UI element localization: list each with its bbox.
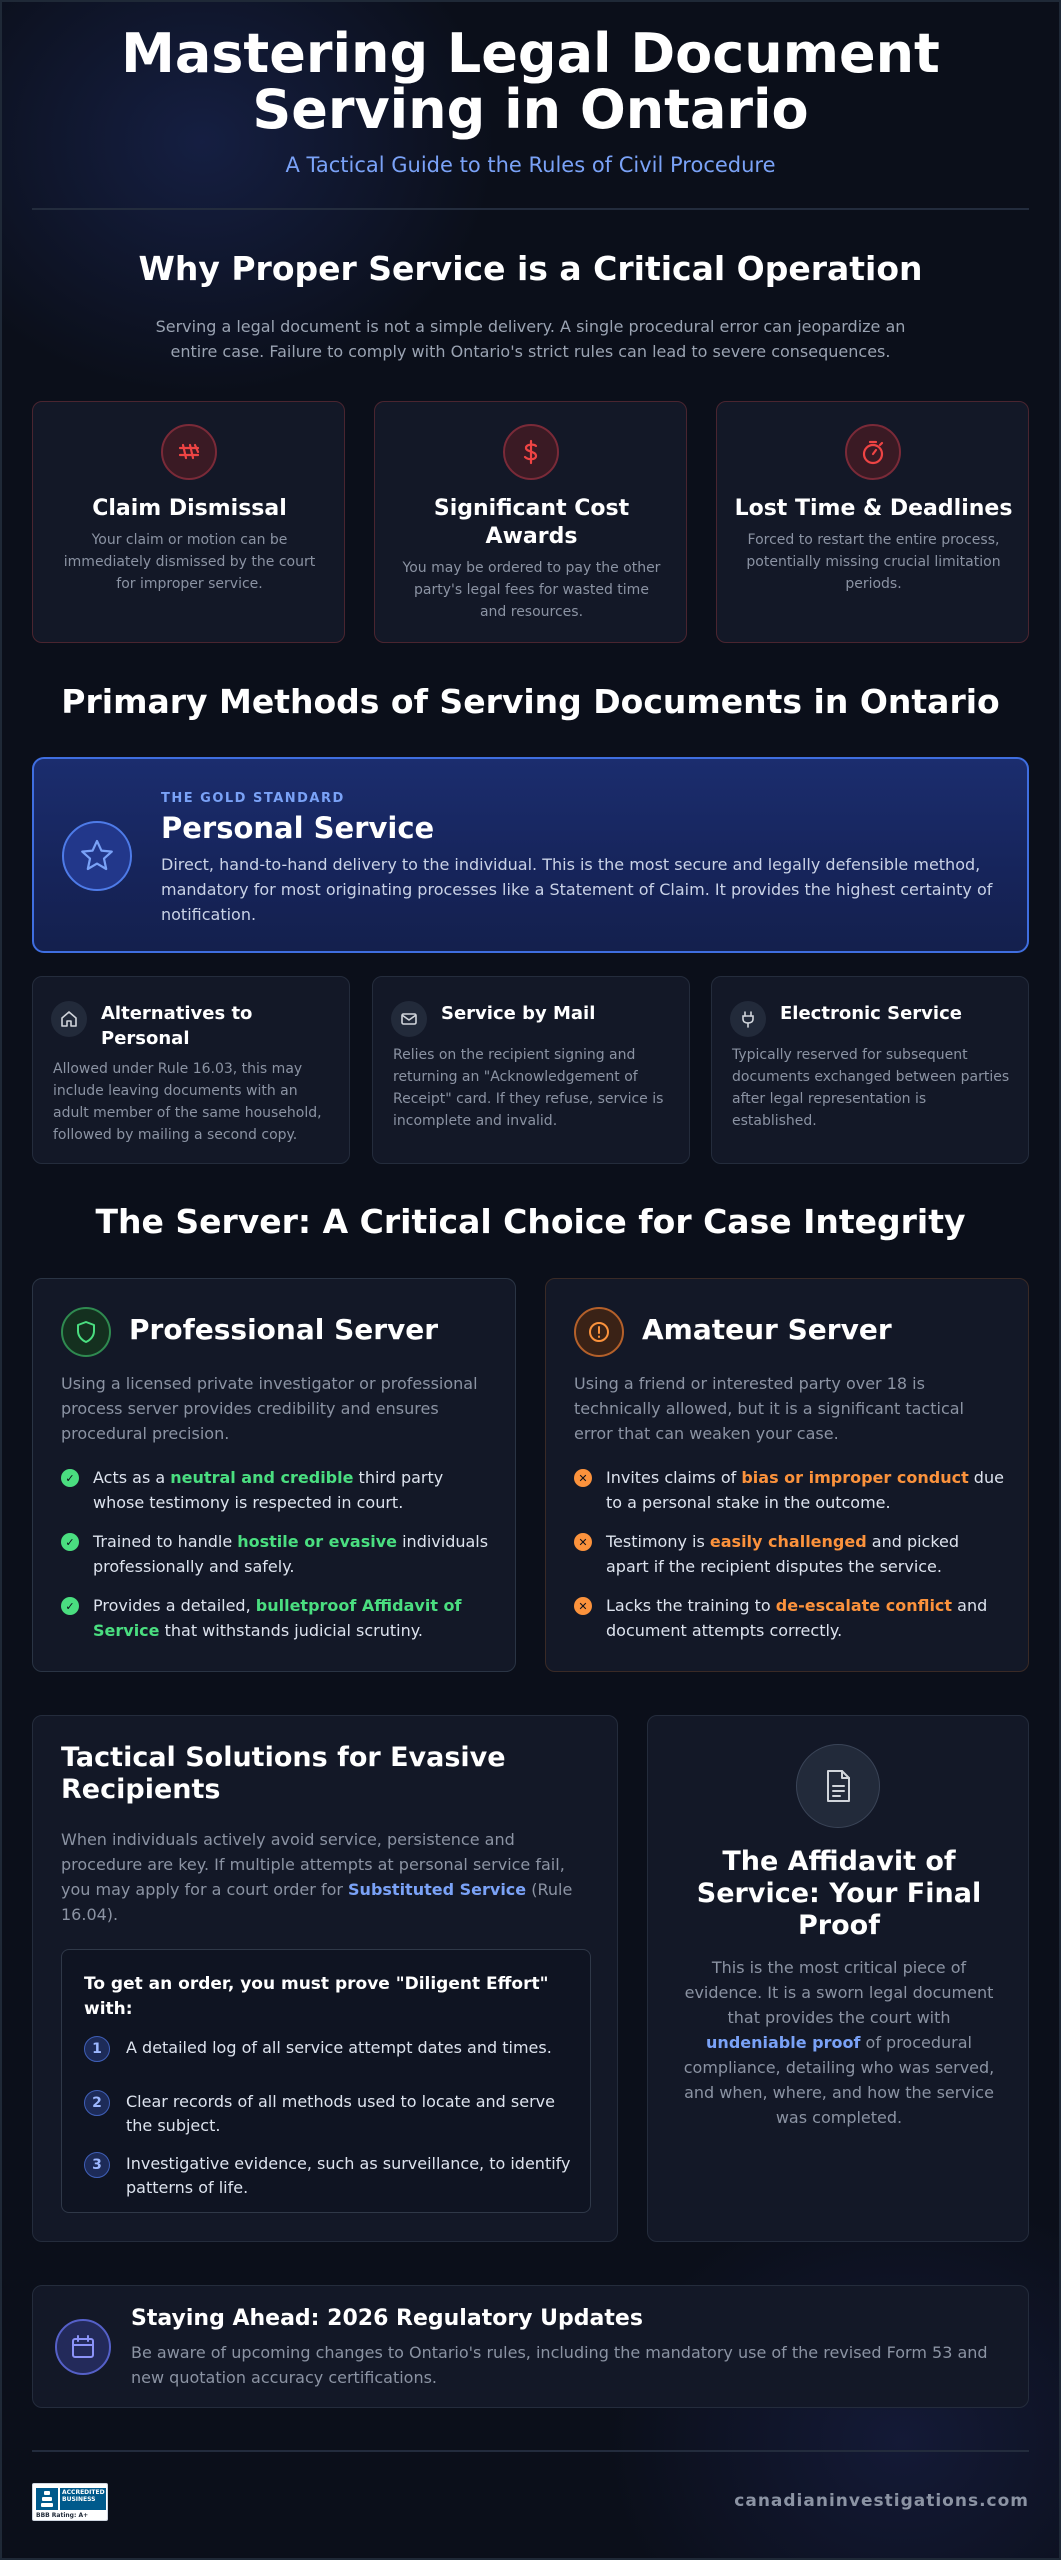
tactical-description: When individuals actively avoid service,… — [61, 1830, 573, 1924]
list-item: ✕ Lacks the training to de-escalate conf… — [574, 1593, 1004, 1643]
affidavit-card: The Affidavit of Service: Your Final Pro… — [647, 1715, 1029, 2242]
website-link[interactable]: canadianinvestigations.com — [734, 2491, 1029, 2511]
step-text: A detailed log of all service attempt da… — [126, 2038, 552, 2057]
list-item: ✕ Testimony is easily challenged and pic… — [574, 1529, 1004, 1579]
method-description: Typically reserved for subsequent docume… — [732, 1047, 1010, 1129]
professional-server-title: Professional Server — [129, 1313, 439, 1346]
home-icon — [51, 1001, 87, 1037]
check-icon: ✓ — [61, 1533, 79, 1551]
why-section-title: Why Proper Service is a Critical Operati… — [138, 249, 923, 288]
title-line-2: Serving in Ontario — [252, 78, 809, 141]
check-icon: ✓ — [61, 1597, 79, 1615]
risk-description: Forced to restart the entire process, po… — [746, 532, 1001, 592]
shield-icon — [61, 1307, 111, 1357]
amateur-server-title: Amateur Server — [642, 1313, 892, 1346]
step-number: 3 — [84, 2152, 110, 2178]
method-title: Service by Mail — [441, 1003, 596, 1024]
list-item: ✓ Trained to handle hostile or evasive i… — [61, 1529, 491, 1579]
list-item: ✓ Acts as a neutral and credible third p… — [61, 1465, 491, 1515]
method-card-mail: Service by Mail Relies on the recipient … — [372, 976, 690, 1164]
method-card-electronic: Electronic Service Typically reserved fo… — [711, 976, 1029, 1164]
method-title: Alternatives to Personal — [101, 1003, 253, 1049]
list-item: 3 Investigative evidence, such as survei… — [84, 2152, 574, 2200]
calendar-icon — [55, 2319, 111, 2375]
method-description: Allowed under Rule 16.03, this may inclu… — [53, 1061, 322, 1143]
risk-card-time: Lost Time & Deadlines Forced to restart … — [716, 401, 1029, 643]
alert-icon — [574, 1307, 624, 1357]
risk-title: Significant Cost Awards — [433, 496, 630, 549]
professional-server-card: Professional Server Using a licensed pri… — [32, 1278, 516, 1672]
personal-service-card: THE GOLD STANDARD Personal Service Direc… — [32, 757, 1029, 953]
amateur-server-intro: Using a friend or interested party over … — [574, 1374, 964, 1443]
risk-title: Claim Dismissal — [92, 496, 287, 521]
bbb-rating: BBB Rating: A+ — [36, 2512, 89, 2519]
timer-icon — [844, 424, 901, 480]
footer-divider — [32, 2450, 1029, 2452]
star-icon — [62, 821, 132, 891]
regulatory-updates-card: Staying Ahead: 2026 Regulatory Updates B… — [32, 2285, 1029, 2408]
risk-description: You may be ordered to pay the other part… — [402, 560, 661, 620]
step-number: 2 — [84, 2090, 110, 2116]
risk-description: Your claim or motion can be immediately … — [63, 532, 316, 592]
x-icon: ✕ — [574, 1597, 592, 1615]
updates-title: Staying Ahead: 2026 Regulatory Updates — [131, 2306, 643, 2331]
check-icon: ✓ — [61, 1469, 79, 1487]
diligent-effort-title: To get an order, you must prove "Diligen… — [84, 1974, 549, 2019]
personal-service-title: Personal Service — [161, 811, 435, 845]
risk-card-dismissal: Claim Dismissal Your claim or motion can… — [32, 401, 345, 643]
bbb-logo-icon — [36, 2488, 58, 2510]
mail-icon — [391, 1001, 427, 1037]
why-section-description: Serving a legal document is not a simple… — [155, 317, 906, 361]
personal-service-description: Direct, hand-to-hand delivery to the ind… — [161, 855, 993, 924]
methods-section-title: Primary Methods of Serving Documents in … — [61, 682, 1000, 721]
title-line-1: Mastering Legal Document — [121, 22, 940, 85]
plug-icon — [730, 1001, 766, 1037]
dollar-icon — [502, 424, 559, 480]
method-description: Relies on the recipient signing and retu… — [393, 1047, 664, 1129]
list-item: 1 A detailed log of all service attempt … — [84, 2036, 574, 2062]
page-title: Mastering Legal Document Serving in Onta… — [0, 26, 1061, 138]
risk-title: Lost Time & Deadlines — [734, 496, 1013, 521]
updates-description: Be aware of upcoming changes to Ontario'… — [131, 2343, 988, 2387]
professional-server-intro: Using a licensed private investigator or… — [61, 1374, 478, 1443]
document-icon — [796, 1744, 880, 1828]
amateur-server-card: Amateur Server Using a friend or interes… — [545, 1278, 1029, 1672]
affidavit-title: The Affidavit of Service: Your Final Pro… — [696, 1846, 982, 1941]
tactical-title: Tactical Solutions for Evasive Recipient… — [61, 1742, 506, 1805]
bbb-label: ACCREDITED BUSINESS — [60, 2488, 106, 2510]
method-title: Electronic Service — [780, 1003, 962, 1024]
list-item: ✕ Invites claims of bias or improper con… — [574, 1465, 1004, 1515]
list-item: 2 Clear records of all methods used to l… — [84, 2090, 574, 2138]
tactical-solutions-card: Tactical Solutions for Evasive Recipient… — [32, 1715, 618, 2242]
affidavit-description: This is the most critical piece of evide… — [683, 1958, 995, 2127]
gold-standard-tag: THE GOLD STANDARD — [161, 791, 345, 806]
step-text: Investigative evidence, such as surveill… — [126, 2154, 571, 2197]
step-number: 1 — [84, 2036, 110, 2062]
method-card-alternatives: Alternatives to Personal Allowed under R… — [32, 976, 350, 1164]
header-divider — [32, 208, 1029, 210]
page-subtitle: A Tactical Guide to the Rules of Civil P… — [285, 153, 776, 177]
diligent-effort-box: To get an order, you must prove "Diligen… — [61, 1949, 591, 2213]
list-item: ✓ Provides a detailed, bulletproof Affid… — [61, 1593, 491, 1643]
risk-card-cost: Significant Cost Awards You may be order… — [374, 401, 687, 643]
x-icon: ✕ — [574, 1469, 592, 1487]
step-text: Clear records of all methods used to loc… — [126, 2092, 555, 2135]
server-section-title: The Server: A Critical Choice for Case I… — [95, 1202, 966, 1241]
bbb-accreditation-badge[interactable]: ACCREDITED BUSINESS BBB Rating: A+ — [32, 2483, 108, 2521]
gavel-icon — [160, 424, 217, 480]
x-icon: ✕ — [574, 1533, 592, 1551]
